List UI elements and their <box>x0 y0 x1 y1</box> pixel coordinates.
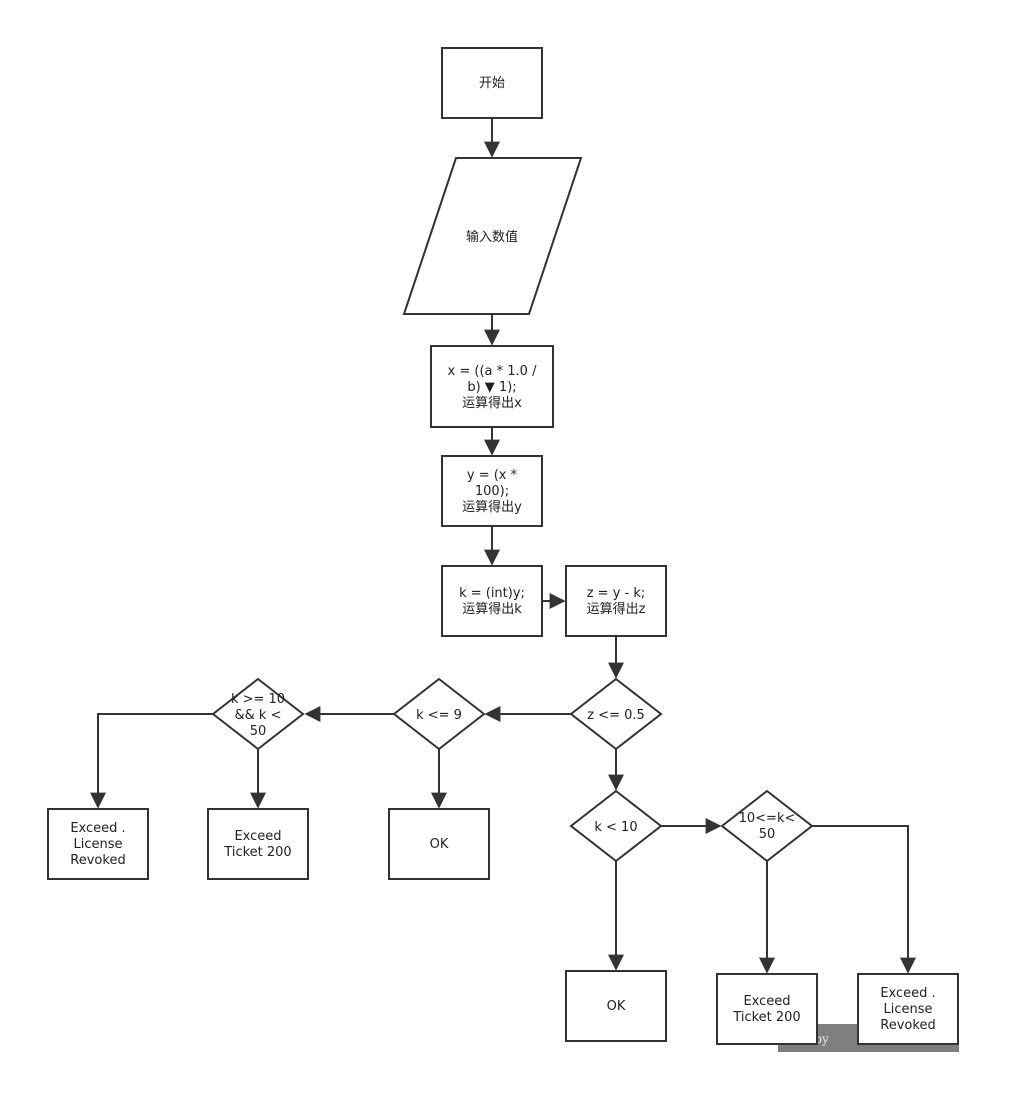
calc-k-node <box>441 565 543 637</box>
result-revoked-left-label-line1: Exceed . <box>70 821 125 836</box>
calc-z-label-line2: 运算得出z <box>587 601 646 617</box>
decision-k10-50-left-node <box>211 677 305 751</box>
labels: 开始 输入数值 x = ((a * 1.0 / b) ▼ 1); 运算得出x y… <box>70 76 935 1033</box>
decision-k10-50-left-label-line3: 50 <box>250 724 267 739</box>
decision-z-node <box>569 677 663 751</box>
calc-x-node <box>430 345 554 428</box>
decision-k9-node <box>392 677 486 751</box>
decision-z-label: z <= 0.5 <box>587 708 645 723</box>
result-ticket-left-label-line1: Exceed <box>234 829 281 844</box>
result-ticket-left-label-line2: Ticket 200 <box>223 845 291 860</box>
calc-x-label-line1: x = ((a * 1.0 / <box>448 364 538 379</box>
edge-dec-right-revoked <box>812 825 916 974</box>
calc-y-label-line1: y = (x * <box>467 468 518 483</box>
result-revoked-left-label-line3: Revoked <box>70 853 125 868</box>
nodes <box>47 47 959 1045</box>
decision-k10-50-left-label-line1: k >= 10 <box>231 692 285 707</box>
calc-k-label-line1: k = (int)y; <box>459 586 525 601</box>
result-revoked-right-label-line1: Exceed . <box>880 986 935 1001</box>
input-label: 输入数值 <box>466 229 518 245</box>
decision-k9-label: k <= 9 <box>416 708 462 723</box>
input-node <box>402 157 583 315</box>
calc-x-label-line3: 运算得出x <box>462 395 522 411</box>
calc-k-label-line2: 运算得出k <box>462 601 522 617</box>
result-ticket-right-label-line1: Exceed <box>743 994 790 1009</box>
decision-k10-50-right-label-line1: 10<=k< <box>739 811 796 826</box>
result-ok-left-node <box>388 808 490 880</box>
result-ticket-left-node <box>207 808 309 880</box>
result-revoked-right-label-line2: License <box>883 1002 932 1017</box>
calc-y-label-line3: 运算得出y <box>462 499 522 515</box>
start-node <box>441 47 543 119</box>
decision-k10-node <box>569 789 663 863</box>
result-ok-left-label: OK <box>430 837 449 852</box>
result-revoked-left-node <box>47 808 149 880</box>
calc-z-label-line1: z = y - k; <box>587 586 646 601</box>
calc-x-label-line2: b) ▼ 1); <box>467 380 516 395</box>
start-label: 开始 <box>479 76 505 91</box>
result-ticket-right-node <box>716 973 818 1045</box>
result-ok-right-node <box>565 970 667 1042</box>
calc-z-node <box>565 565 667 637</box>
decision-k10-50-left-label-line2: && k < <box>235 708 282 723</box>
edges <box>90 118 916 974</box>
result-ok-right-label: OK <box>607 999 626 1014</box>
decision-k10-label: k < 10 <box>594 820 637 835</box>
decision-k10-50-right-label-line2: 50 <box>759 827 776 842</box>
edge-dec-left-revoked <box>90 713 213 809</box>
calc-y-label-line2: 100); <box>475 484 509 499</box>
result-revoked-right-label-line3: Revoked <box>880 1018 935 1033</box>
calc-y-node <box>441 455 543 527</box>
decision-k10-50-right-node <box>720 789 814 863</box>
result-ticket-right-label-line2: Ticket 200 <box>732 1010 800 1025</box>
result-revoked-left-label-line2: License <box>73 837 122 852</box>
result-revoked-right-node <box>857 973 959 1045</box>
